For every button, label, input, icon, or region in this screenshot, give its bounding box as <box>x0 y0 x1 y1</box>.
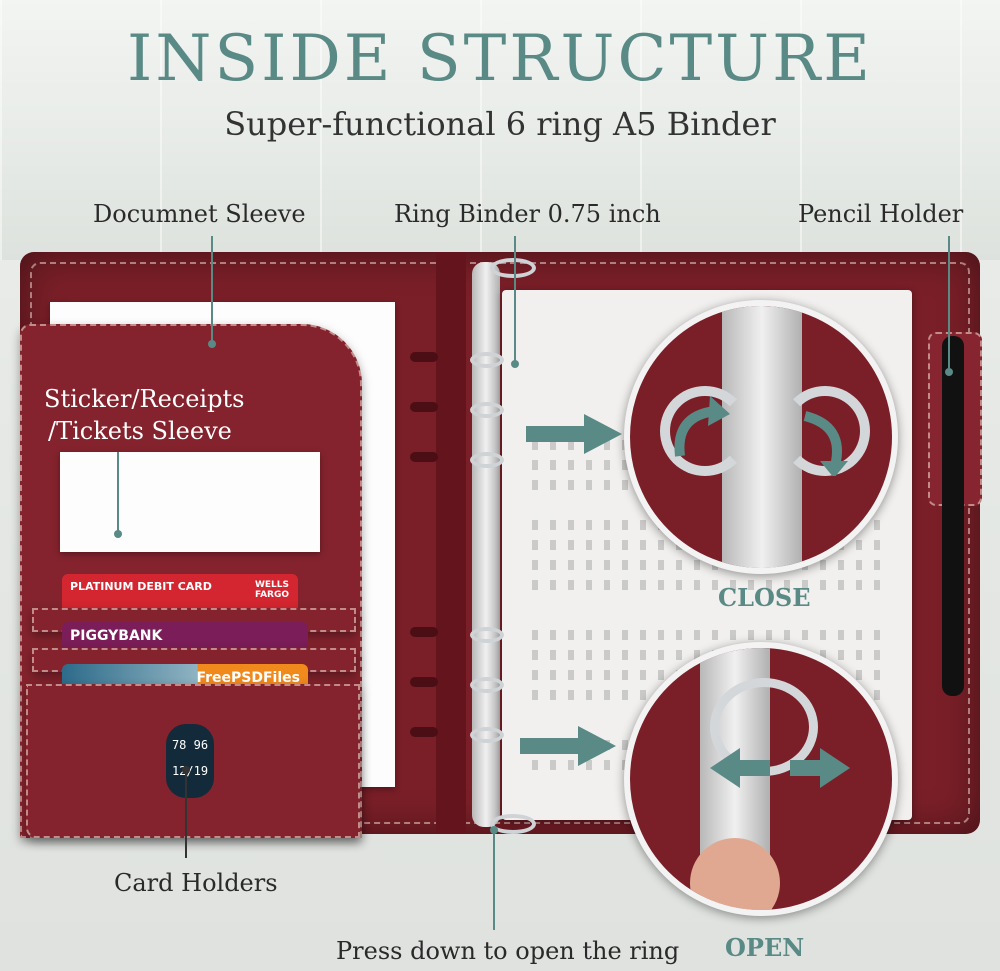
spine-hole <box>410 677 438 687</box>
leader-dot <box>182 766 190 774</box>
piggybank-card-label: PIGGYBANK <box>70 628 163 644</box>
spine-hole <box>410 352 438 362</box>
arrow-right-icon <box>520 726 616 766</box>
pen <box>942 336 964 696</box>
sticker-sleeve-label-2: /Tickets Sleeve <box>48 417 232 445</box>
leader-dot <box>945 368 953 376</box>
open-arrows-icon <box>710 748 850 788</box>
leader-dot <box>511 360 519 368</box>
ring-binder-label: Ring Binder 0.75 inch <box>394 200 661 228</box>
leader-dot <box>114 530 122 538</box>
leader-dot <box>208 340 216 348</box>
binder-ring <box>470 402 504 418</box>
spine-hole <box>410 727 438 737</box>
press-down-label: Press down to open the ring <box>336 937 680 965</box>
window-background <box>0 0 1000 260</box>
debit-card-label: PLATINUM DEBIT CARD <box>70 580 212 593</box>
press-down-leader <box>493 830 495 930</box>
binder-ring <box>470 452 504 468</box>
ticket-paper <box>60 452 320 552</box>
card-holders-label: Card Holders <box>114 869 278 897</box>
open-label: OPEN <box>725 933 805 962</box>
page-subtitle: Super-functional 6 ring A5 Binder <box>224 105 776 143</box>
spine-hole <box>410 402 438 412</box>
card-expiry: 12/19 <box>171 764 209 778</box>
document-sleeve-leader <box>211 236 213 344</box>
open-detail-circle <box>624 642 898 916</box>
thumb <box>690 838 780 910</box>
page-title: INSIDE STRUCTURE <box>127 22 873 96</box>
binder-ring-bottom <box>490 814 536 834</box>
close-ring-left <box>660 386 750 476</box>
rotate-arrow-icon <box>674 396 730 457</box>
binder-spine <box>436 252 466 834</box>
spine-hole <box>410 627 438 637</box>
rotate-arrow-icon <box>803 411 848 476</box>
binder-ring <box>470 677 504 693</box>
close-detail-circle <box>624 300 898 574</box>
ring-binder-leader <box>514 236 516 364</box>
document-sleeve-label: Documnet Sleeve <box>93 200 306 228</box>
calendar-row <box>532 580 892 590</box>
card-number: 78 96 <box>171 738 209 752</box>
calendar-row <box>532 630 892 640</box>
pencil-holder-leader <box>948 236 950 372</box>
card-sticker: 78 96 12/19 <box>166 724 214 798</box>
binder-ring-top <box>490 258 536 278</box>
arrow-right-icon <box>526 414 622 454</box>
bank-brand: WELLS FARGO <box>254 580 290 600</box>
binder-ring <box>470 727 504 743</box>
pencil-holder-label: Pencil Holder <box>798 200 964 228</box>
binder-ring <box>470 352 504 368</box>
close-label: CLOSE <box>718 583 811 612</box>
spine-hole <box>410 452 438 462</box>
sticker-sleeve-leader <box>117 452 119 534</box>
sticker-sleeve-label-1: Sticker/Receipts <box>44 385 245 413</box>
binder-ring <box>470 627 504 643</box>
leader-dot <box>490 826 498 834</box>
close-ring-right <box>780 386 870 476</box>
card-holders-leader <box>185 770 187 858</box>
freepsd-card-label: FreePSDFiles <box>196 670 300 686</box>
